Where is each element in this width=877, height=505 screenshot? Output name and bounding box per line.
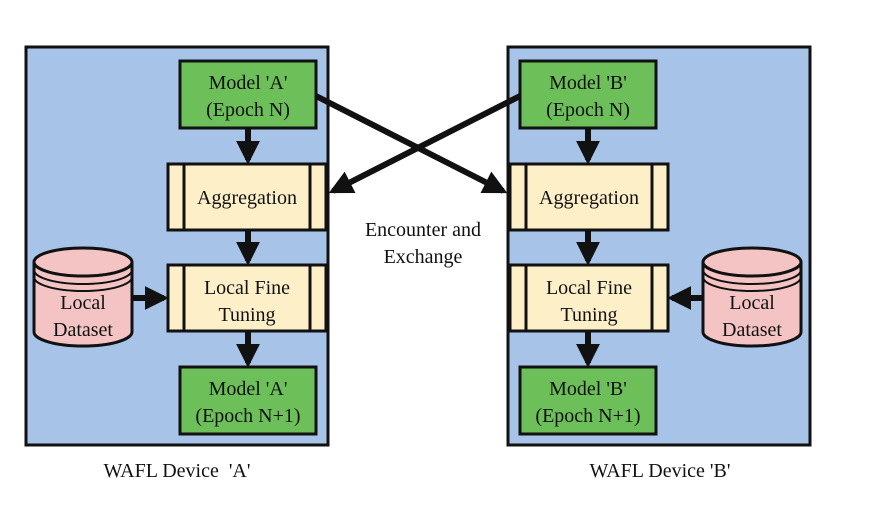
device-a: Model 'A' (Epoch N) Aggregation Local Fi…: [24, 45, 330, 447]
device-a-model-top-line1: Model 'A': [209, 72, 288, 94]
device-a-model-bottom: Model 'A' (Epoch N+1): [178, 365, 318, 436]
exchange-arrow-a-to-b: [314, 93, 508, 194]
exchange-label-line1: Encounter and: [365, 219, 481, 241]
device-a-caption: WAFL Device 'A': [104, 460, 251, 482]
device-b-model-top: Model 'B' (Epoch N): [518, 59, 658, 130]
device-b-fine-tuning-line2: Tuning: [560, 304, 617, 326]
device-a-model-top-line2: (Epoch N): [206, 99, 290, 121]
exchange-label-line2: Exchange: [384, 246, 463, 268]
device-a-model-bottom-line1: Model 'A': [209, 378, 288, 400]
device-a-model-bottom-line2: (Epoch N+1): [195, 405, 300, 427]
device-b-model-bottom-line2: (Epoch N+1): [535, 405, 640, 427]
device-a-model-top: Model 'A' (Epoch N): [178, 59, 318, 130]
device-a-dataset-line2: Dataset: [53, 319, 113, 341]
device-b-fine-tuning: Local Fine Tuning: [508, 263, 670, 333]
device-b-aggregation: Aggregation: [508, 162, 670, 232]
device-b-fine-tuning-line1: Local Fine: [546, 277, 632, 299]
device-a-fine-tuning-line2: Tuning: [218, 304, 275, 326]
device-b-aggregation-label: Aggregation: [539, 187, 639, 209]
device-b-model-top-line2: (Epoch N): [546, 99, 630, 121]
device-a-aggregation-label: Aggregation: [197, 187, 297, 209]
device-b-model-bottom: Model 'B' (Epoch N+1): [518, 365, 658, 436]
device-a-dataset: Local Dataset: [32, 246, 134, 348]
device-a-dataset-line1: Local: [60, 292, 106, 314]
device-b-dataset: Local Dataset: [701, 246, 803, 348]
device-a-fine-tuning: Local Fine Tuning: [166, 263, 328, 333]
device-b-dataset-line2: Dataset: [722, 319, 782, 341]
device-b: Model 'B' (Epoch N) Aggregation Local Fi…: [506, 45, 812, 447]
device-b-model-top-line1: Model 'B': [549, 72, 627, 94]
exchange-arrow-b-to-a: [328, 93, 522, 194]
device-b-dataset-line1: Local: [729, 292, 775, 314]
device-b-model-bottom-line1: Model 'B': [549, 378, 627, 400]
device-a-fine-tuning-line1: Local Fine: [204, 277, 290, 299]
device-b-caption: WAFL Device 'B': [590, 460, 731, 482]
device-a-aggregation: Aggregation: [166, 162, 328, 232]
